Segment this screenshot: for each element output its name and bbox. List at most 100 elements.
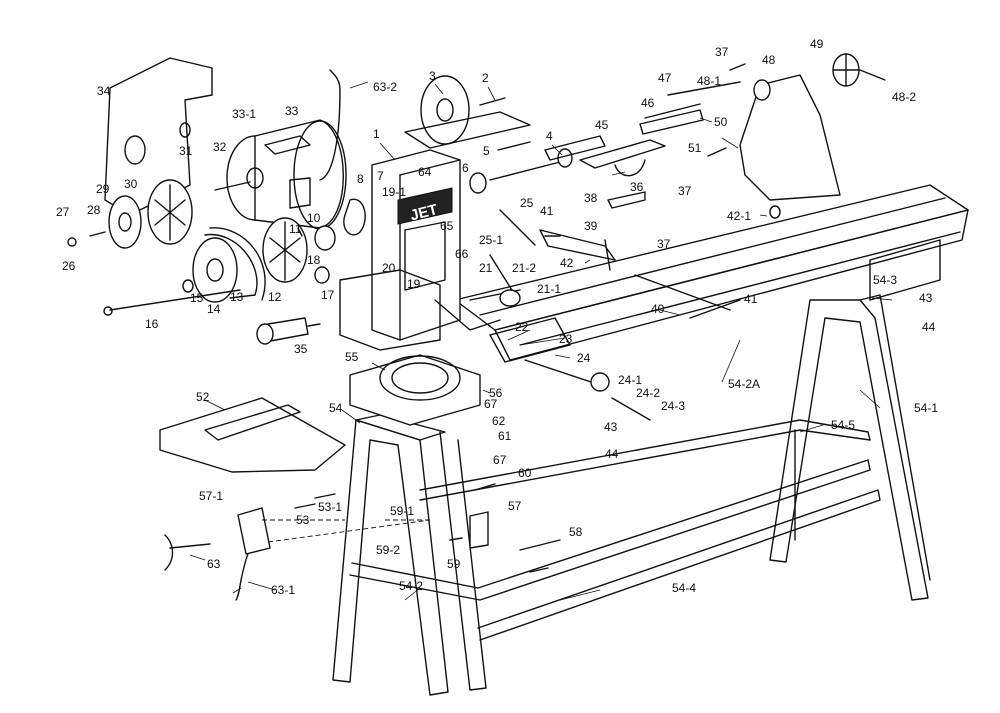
callout-7: 7 <box>377 169 384 183</box>
callout-35: 35 <box>294 342 308 356</box>
callout-47: 47 <box>658 71 672 85</box>
callout-14: 14 <box>207 302 221 316</box>
callout-57: 57 <box>508 499 522 513</box>
part-callouts: 1 2 3 4 5 6 7 8 10 11 12 13 14 15 16 17 … <box>56 37 938 597</box>
callout-43-a: 43 <box>919 291 933 305</box>
pulleys <box>67 75 506 345</box>
callout-52: 52 <box>196 390 210 404</box>
callout-42: 42 <box>560 256 574 270</box>
callout-65: 65 <box>440 219 454 233</box>
callout-54-5: 54-5 <box>831 418 855 432</box>
callout-2: 2 <box>482 71 489 85</box>
callout-32: 32 <box>213 140 227 154</box>
callout-48-2: 48-2 <box>892 90 916 104</box>
callout-21: 21 <box>479 261 493 275</box>
lathe-bed <box>454 184 969 361</box>
callout-44-a: 44 <box>922 320 936 334</box>
callout-48: 48 <box>762 53 776 67</box>
callout-63: 63 <box>207 557 221 571</box>
callout-21-2: 21-2 <box>512 261 536 275</box>
callout-34: 34 <box>97 84 111 98</box>
callout-18: 18 <box>307 253 321 267</box>
callout-40: 40 <box>651 302 665 316</box>
outboard-platform <box>159 354 481 473</box>
tailstock <box>639 53 886 219</box>
callout-11: 11 <box>289 222 302 236</box>
callout-66: 66 <box>455 247 469 261</box>
callout-23: 23 <box>559 332 573 346</box>
jet-logo: JET <box>409 201 440 224</box>
callout-48-1: 48-1 <box>697 74 721 88</box>
callout-59-2: 59-2 <box>376 543 400 557</box>
callout-54-1: 54-1 <box>914 401 938 415</box>
callout-46: 46 <box>641 96 655 110</box>
callout-55: 55 <box>345 350 359 364</box>
callout-28: 28 <box>87 203 101 217</box>
callout-54: 54 <box>329 401 343 415</box>
callout-30: 30 <box>124 177 138 191</box>
callout-53: 53 <box>296 513 310 527</box>
callout-29: 29 <box>96 182 110 196</box>
callout-16: 16 <box>145 317 159 331</box>
callout-39: 39 <box>584 219 598 233</box>
spindle-parts <box>297 111 606 284</box>
callout-19-1: 19-1 <box>382 185 406 199</box>
stand <box>332 294 931 696</box>
callout-54-2: 54-2 <box>399 579 423 593</box>
callout-44-b: 44 <box>605 447 619 461</box>
callout-24-3: 24-3 <box>661 399 685 413</box>
callout-17: 17 <box>321 288 335 302</box>
callout-58: 58 <box>569 525 583 539</box>
callout-59-1: 59-1 <box>390 504 414 518</box>
callout-37-b: 37 <box>678 184 692 198</box>
callout-37-c: 37 <box>657 237 671 251</box>
callout-43-b: 43 <box>604 420 618 434</box>
callout-53-1: 53-1 <box>318 500 342 514</box>
callout-1: 1 <box>373 127 380 141</box>
callout-36: 36 <box>630 180 644 194</box>
callout-37-a: 37 <box>715 45 729 59</box>
callout-25: 25 <box>520 196 534 210</box>
callout-8: 8 <box>357 172 364 186</box>
callout-10: 10 <box>307 211 321 225</box>
callout-61: 61 <box>498 429 512 443</box>
callout-54-3: 54-3 <box>873 273 897 287</box>
callout-41-b: 41 <box>744 292 758 306</box>
callout-63-2: 63-2 <box>373 80 397 94</box>
callout-15: 15 <box>190 291 204 305</box>
callout-3: 3 <box>429 69 436 83</box>
callout-25-1: 25-1 <box>479 233 503 247</box>
callout-31: 31 <box>179 144 193 158</box>
callout-56: 56 <box>489 386 503 400</box>
callout-5: 5 <box>483 144 490 158</box>
callout-38: 38 <box>584 191 598 205</box>
callout-54-4: 54-4 <box>672 581 696 595</box>
callout-54-2A: 54-2A <box>728 377 760 391</box>
callout-41-a: 41 <box>540 204 554 218</box>
callout-59: 59 <box>447 557 461 571</box>
callout-4: 4 <box>546 129 553 143</box>
callout-67-a: 67 <box>484 397 498 411</box>
callout-60: 60 <box>518 466 532 480</box>
callout-45: 45 <box>595 118 609 132</box>
callout-24-2: 24-2 <box>636 386 660 400</box>
switch-and-cord <box>164 483 561 601</box>
callout-20: 20 <box>382 261 396 275</box>
callout-63-1: 63-1 <box>271 583 295 597</box>
callout-22: 22 <box>515 320 529 334</box>
callout-27: 27 <box>56 205 70 219</box>
callout-67-b: 67 <box>493 453 507 467</box>
callout-42-1: 42-1 <box>727 209 751 223</box>
headstock-cabinet <box>339 149 501 351</box>
tool-rest-banjo <box>469 139 741 421</box>
callout-24: 24 <box>577 351 591 365</box>
callout-21-1: 21-1 <box>537 282 561 296</box>
callout-57-1: 57-1 <box>199 489 223 503</box>
callout-49: 49 <box>810 37 824 51</box>
callout-19: 19 <box>407 277 421 291</box>
callout-33-1: 33-1 <box>232 107 256 121</box>
motor <box>214 69 347 230</box>
callout-62: 62 <box>492 414 506 428</box>
callout-12: 12 <box>268 290 282 304</box>
